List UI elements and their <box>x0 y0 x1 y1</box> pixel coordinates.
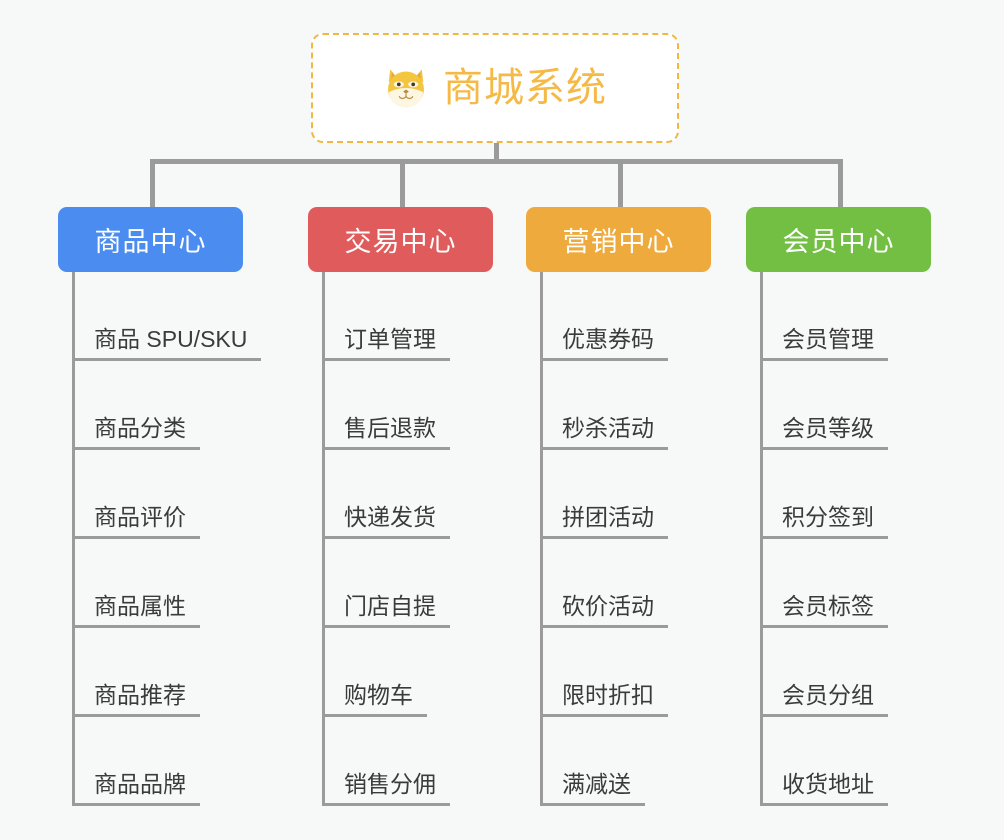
connector-horizontal-bar <box>150 159 843 164</box>
connector-drop-2 <box>400 159 405 208</box>
category-box-2[interactable]: 交易中心 <box>308 207 493 272</box>
leaf-item[interactable]: 限时折扣 <box>540 628 668 717</box>
leaf-item[interactable]: 销售分佣 <box>322 717 450 806</box>
category-box-4[interactable]: 会员中心 <box>746 207 931 272</box>
leaf-column-3: 优惠券码秒杀活动拼团活动砍价活动限时折扣满减送 <box>540 272 668 806</box>
leaf-item[interactable]: 商品评价 <box>72 450 261 539</box>
leaf-item-label: 优惠券码 <box>540 325 668 361</box>
leaf-item-label: 满减送 <box>540 770 645 806</box>
category-label: 交易中心 <box>344 227 457 257</box>
category-label: 商品中心 <box>94 227 207 257</box>
leaf-item[interactable]: 秒杀活动 <box>540 361 668 450</box>
leaf-item[interactable]: 拼团活动 <box>540 450 668 539</box>
leaf-item-label: 砍价活动 <box>540 592 668 628</box>
leaf-item-label: 会员标签 <box>760 592 888 628</box>
leaf-item-label: 商品 SPU/SKU <box>72 325 262 361</box>
leaf-item-label: 商品属性 <box>72 592 200 628</box>
leaf-item[interactable]: 砍价活动 <box>540 539 668 628</box>
leaf-item-label: 秒杀活动 <box>540 414 668 450</box>
leaf-item[interactable]: 会员等级 <box>760 361 888 450</box>
connector-drop-4 <box>838 159 843 208</box>
connector-root-stem <box>494 143 499 164</box>
leaf-item-label: 收货地址 <box>760 770 888 806</box>
leaf-item-label: 会员分组 <box>760 681 888 717</box>
connector-drop-3 <box>618 159 623 208</box>
leaf-item[interactable]: 门店自提 <box>322 539 450 628</box>
leaf-item[interactable]: 积分签到 <box>760 450 888 539</box>
leaf-item[interactable]: 商品推荐 <box>72 628 261 717</box>
leaf-item-label: 销售分佣 <box>322 770 450 806</box>
leaf-item-label: 商品分类 <box>72 414 200 450</box>
leaf-item[interactable]: 商品属性 <box>72 539 261 628</box>
shiba-dog-face-icon <box>388 69 424 108</box>
leaf-item[interactable]: 订单管理 <box>322 272 450 361</box>
root-title: 商城系统 <box>443 66 607 110</box>
leaf-item[interactable]: 会员分组 <box>760 628 888 717</box>
leaf-item-label: 商品品牌 <box>72 770 200 806</box>
leaf-item[interactable]: 会员管理 <box>760 272 888 361</box>
connector-drop-1 <box>150 159 155 208</box>
leaf-column-2: 订单管理售后退款快递发货门店自提购物车销售分佣 <box>322 272 450 806</box>
leaf-item-label: 购物车 <box>322 681 427 717</box>
leaf-item[interactable]: 会员标签 <box>760 539 888 628</box>
category-label: 营销中心 <box>562 227 675 257</box>
leaf-item-label: 订单管理 <box>322 325 450 361</box>
leaf-column-1: 商品 SPU/SKU 商品分类商品评价商品属性商品推荐商品品牌 <box>72 272 262 806</box>
leaf-item[interactable]: 快递发货 <box>322 450 450 539</box>
leaf-item-label: 会员等级 <box>760 414 888 450</box>
leaf-item-label: 门店自提 <box>322 592 450 628</box>
leaf-item[interactable]: 收货地址 <box>760 717 888 806</box>
leaf-item-label: 限时折扣 <box>540 681 668 717</box>
category-box-1[interactable]: 商品中心 <box>58 207 243 272</box>
leaf-item-label: 拼团活动 <box>540 503 668 539</box>
leaf-item-label: 售后退款 <box>322 414 450 450</box>
leaf-item-label: 积分签到 <box>760 503 888 539</box>
leaf-column-4: 会员管理会员等级积分签到会员标签会员分组收货地址 <box>760 272 888 806</box>
leaf-item[interactable]: 商品分类 <box>72 361 261 450</box>
leaf-item[interactable]: 商品 SPU/SKU <box>72 272 262 361</box>
leaf-item-label: 会员管理 <box>760 325 888 361</box>
category-box-3[interactable]: 营销中心 <box>526 207 711 272</box>
leaf-item[interactable]: 售后退款 <box>322 361 450 450</box>
leaf-item-label: 商品推荐 <box>72 681 200 717</box>
root-node[interactable]: 商城系统 <box>311 33 679 143</box>
leaf-item[interactable]: 购物车 <box>322 628 450 717</box>
leaf-item-label: 快递发货 <box>322 503 450 539</box>
leaf-item-label: 商品评价 <box>72 503 200 539</box>
leaf-item[interactable]: 满减送 <box>540 717 668 806</box>
category-label: 会员中心 <box>782 227 895 257</box>
leaf-item[interactable]: 商品品牌 <box>72 717 261 806</box>
leaf-item[interactable]: 优惠券码 <box>540 272 668 361</box>
